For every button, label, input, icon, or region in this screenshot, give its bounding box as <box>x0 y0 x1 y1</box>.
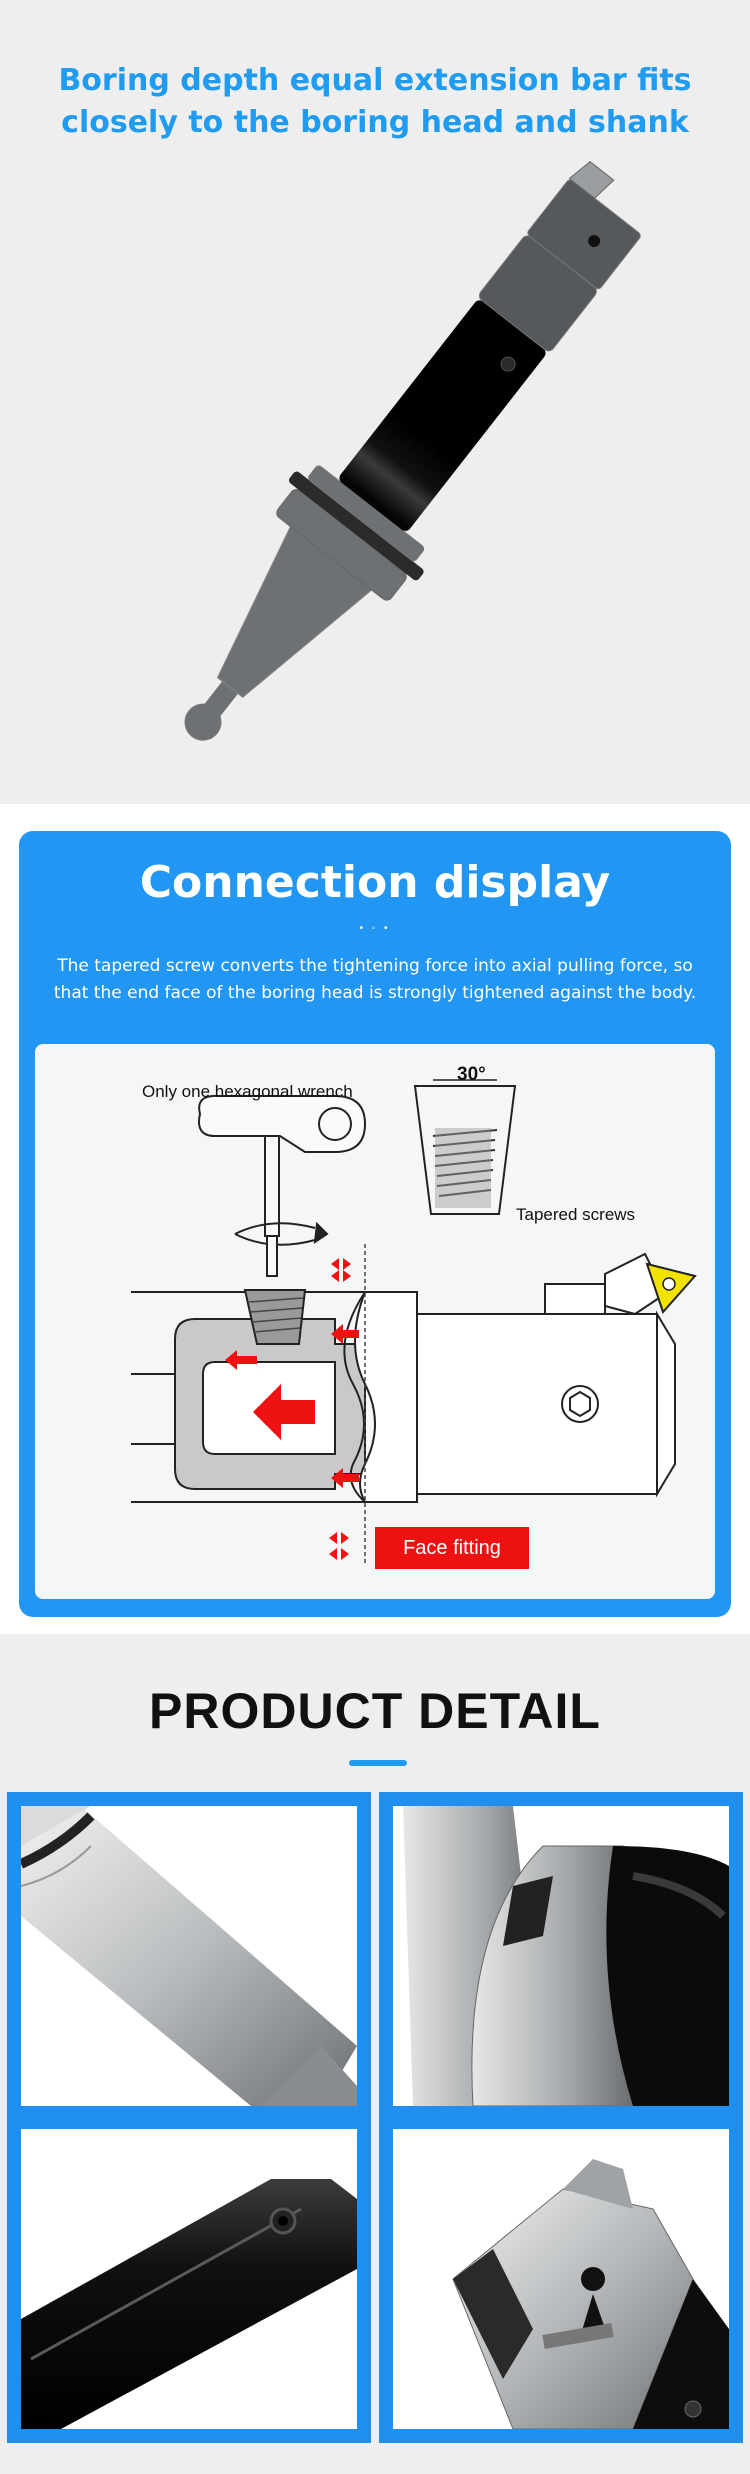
flange-closeup-image <box>393 1806 729 2106</box>
boring-tool-image <box>184 161 641 741</box>
pull-arrow-small-3 <box>331 1468 359 1488</box>
product-detail-section: PRODUCT DETAIL <box>0 1634 750 2474</box>
label-face-fitting: Face fitting <box>375 1527 529 1569</box>
cutting-insert-icon <box>645 1262 697 1314</box>
face-gap-arrow-bottom-right <box>341 1532 349 1544</box>
hero-title-line1: Boring depth equal extension bar fits <box>58 63 692 98</box>
connection-dots: • ◦ • <box>359 923 391 934</box>
detail-image-flange <box>379 1792 743 2120</box>
title-underline <box>349 1760 407 1766</box>
pull-arrow-small-2 <box>331 1324 359 1344</box>
boring-head-closeup-image <box>452 2159 729 2429</box>
hex-wrench-icon <box>198 1094 367 1277</box>
connection-description-line2: that the end face of the boring head is … <box>53 983 697 1003</box>
label-hex-wrench: Only one hexagonal wrench <box>142 1082 353 1101</box>
connection-description: The tapered screw converts the tightenin… <box>49 953 701 1007</box>
connection-diagram <box>131 1079 697 1564</box>
tapered-screw-icon <box>413 1079 517 1215</box>
label-tapered-screws: Tapered screws <box>516 1205 636 1224</box>
face-gap-arrow-bottom-right-2 <box>341 1548 349 1560</box>
pull-arrow-large <box>253 1384 315 1440</box>
hero-title: Boring depth equal extension bar fits cl… <box>0 60 750 144</box>
face-gap-arrow-top-left-2 <box>331 1258 339 1270</box>
connection-description-line1: The tapered screw converts the tightenin… <box>57 956 693 976</box>
label-taper-angle: 30° <box>457 1064 486 1085</box>
detail-image-head <box>379 2115 743 2443</box>
taper-closeup-image <box>21 1806 357 2106</box>
hero-section: Boring depth equal extension bar fits cl… <box>0 0 750 804</box>
face-gap-arrow-top-right <box>343 1270 351 1282</box>
shank-cross-section <box>131 1252 676 1503</box>
connection-section: Connection display • ◦ • The tapered scr… <box>19 831 731 1617</box>
extension-bar-closeup-image <box>21 2179 357 2429</box>
connection-diagram-panel: Only one hexagonal wrench 30° Tapered sc… <box>35 1044 715 1599</box>
face-gap-arrow-bottom-left <box>329 1532 337 1544</box>
face-gap-arrow-top-right-2 <box>343 1258 351 1270</box>
face-gap-arrow-top-left <box>331 1270 339 1282</box>
force-arrows <box>225 1258 359 1560</box>
detail-image-taper <box>7 1792 371 2120</box>
detail-image-bar <box>7 2115 371 2443</box>
pull-arrow-small-1 <box>225 1350 257 1370</box>
product-detail-title: PRODUCT DETAIL <box>149 1683 601 1739</box>
hero-title-line2: closely to the boring head and shank <box>61 105 689 140</box>
face-gap-arrow-bottom-left-2 <box>329 1548 337 1560</box>
connection-title: Connection display <box>139 857 611 908</box>
